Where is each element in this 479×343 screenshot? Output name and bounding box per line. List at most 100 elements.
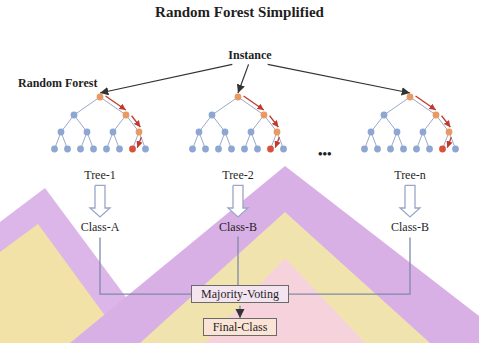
- path-arrow: [244, 96, 264, 110]
- path-arrow: [442, 116, 451, 127]
- tree-vertex: [189, 146, 196, 153]
- decision-tree: Tree-1: [42, 92, 158, 182]
- decision-path: [244, 96, 280, 148]
- block-arrow: [228, 185, 248, 217]
- tree-branch: [410, 97, 436, 115]
- tree-vertex: [254, 146, 261, 153]
- tree-vertices: [51, 94, 149, 153]
- tree-vertex: [103, 146, 110, 153]
- tree-branch: [100, 97, 126, 115]
- tree-vertex: [420, 129, 427, 136]
- input-label: Instance: [228, 48, 271, 62]
- decision-path: [106, 96, 142, 148]
- tree-vertex: [129, 146, 136, 153]
- tree-vertex: [241, 146, 248, 153]
- tree-vertex: [228, 146, 235, 153]
- tree-vertex: [374, 146, 381, 153]
- class-output: Class-A: [81, 220, 120, 234]
- tree-vertex: [64, 146, 71, 153]
- ellipsis-dots: •••: [318, 146, 332, 162]
- block-arrow: [90, 185, 110, 217]
- tree-vertex: [84, 129, 91, 136]
- tree-vertex: [452, 146, 459, 153]
- decision-path: [416, 96, 452, 148]
- tree-vertex: [446, 129, 453, 136]
- path-arrow: [447, 137, 451, 147]
- tree-branches: [55, 97, 146, 149]
- section-label: Random Forest: [18, 76, 97, 91]
- connector: [237, 236, 238, 285]
- tree-branch: [238, 97, 264, 115]
- tree-vertex: [426, 146, 433, 153]
- tree-vertex: [97, 94, 104, 101]
- decision-tree: Tree-n: [352, 92, 468, 182]
- connector: [238, 64, 249, 93]
- node-text: Tree-1: [42, 168, 158, 182]
- diagram-title: Random Forest Simplified: [0, 4, 479, 21]
- tree-vertex: [407, 94, 414, 101]
- tree-vertex: [77, 146, 84, 153]
- tree-vertex: [51, 146, 58, 153]
- path-arrow: [416, 96, 436, 110]
- tree-vertex: [413, 146, 420, 153]
- final-class-box: Final-Class: [203, 318, 278, 336]
- tree-vertex: [439, 146, 446, 153]
- tree-vertex: [90, 146, 97, 153]
- tree-vertex: [202, 146, 209, 153]
- tree-vertex: [71, 112, 78, 119]
- path-arrow: [137, 137, 141, 147]
- tree-branch: [74, 97, 100, 115]
- node-text: Class-B: [391, 220, 429, 234]
- tree-branches: [365, 97, 456, 149]
- decision-tree: Tree-2: [180, 92, 296, 182]
- path-arrow: [132, 116, 141, 127]
- tree-vertex: [123, 112, 130, 119]
- tree-branch: [212, 97, 238, 115]
- tree-vertex: [400, 146, 407, 153]
- decor-triangle: [70, 166, 479, 343]
- node-text: Tree-2: [180, 168, 296, 182]
- tree-vertex: [261, 112, 268, 119]
- class-output: Class-B: [391, 220, 429, 234]
- tree-vertex: [361, 146, 368, 153]
- tree-illustration: [42, 92, 158, 156]
- tree-vertex: [116, 146, 123, 153]
- tree-vertex: [58, 129, 65, 136]
- tree-illustration: [352, 92, 468, 156]
- connector: [268, 64, 410, 93]
- tree-vertex: [394, 129, 401, 136]
- tree-vertex: [235, 94, 242, 101]
- node-text: Instance: [228, 48, 271, 62]
- tree-vertex: [136, 129, 143, 136]
- tree-branches: [193, 97, 284, 149]
- tree-vertex: [267, 146, 274, 153]
- tree-vertex: [196, 129, 203, 136]
- connector: [100, 64, 232, 93]
- tree-vertex: [368, 129, 375, 136]
- tree-vertex: [387, 146, 394, 153]
- connector: [100, 237, 191, 294]
- tree-vertices: [361, 94, 459, 153]
- tree-vertex: [433, 112, 440, 119]
- voting-box: Majority-Voting: [191, 285, 289, 303]
- tree-vertex: [110, 129, 117, 136]
- tree-vertex: [381, 112, 388, 119]
- node-text: Majority-Voting: [201, 287, 279, 301]
- node-text: Final-Class: [213, 320, 268, 334]
- decor-triangle: [140, 212, 430, 343]
- connector: [239, 305, 240, 318]
- tree-vertex: [222, 129, 229, 136]
- tree-branch: [384, 97, 410, 115]
- block-arrow: [400, 185, 420, 217]
- tree-vertex: [215, 146, 222, 153]
- class-output: Class-B: [219, 220, 257, 234]
- path-arrow: [270, 116, 279, 127]
- tree-vertex: [274, 129, 281, 136]
- node-text: Class-A: [81, 220, 120, 234]
- tree-vertices: [189, 94, 287, 153]
- connector: [289, 237, 410, 294]
- node-text: Tree-n: [352, 168, 468, 182]
- tree-vertex: [209, 112, 216, 119]
